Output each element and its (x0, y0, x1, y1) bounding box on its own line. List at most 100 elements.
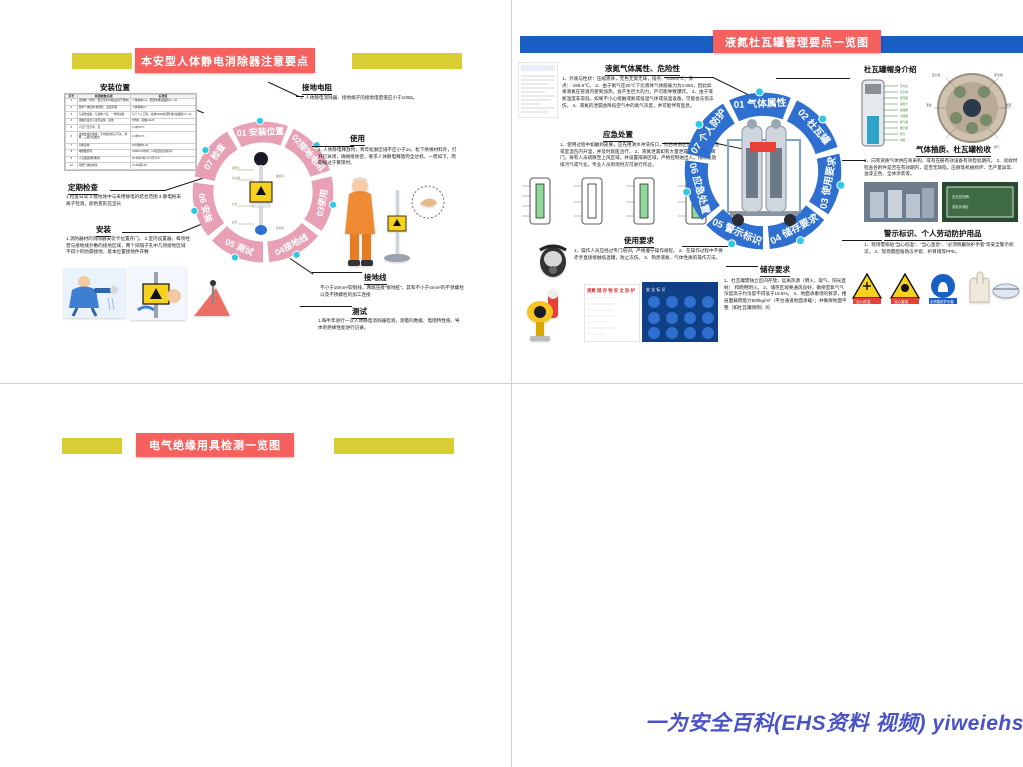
svg-text:当心窒息: 当心窒息 (894, 299, 909, 304)
p1-ring-segment-04[interactable] (267, 222, 319, 263)
illustration-worker-using-device (345, 177, 445, 266)
p1-ring-node-dot-04[interactable] (292, 250, 301, 259)
table-cell: 接地支持接地线、平均接地值子开关、调整、三极力接触力 (76, 131, 131, 144)
p1-ring-segment-label-01: 01 安装位置 (236, 125, 284, 138)
svg-text:出液阀: 出液阀 (900, 114, 908, 118)
p2-ring-segment-07[interactable] (686, 103, 735, 159)
panel3-title: 电气绝缘用具检测一览图 (136, 433, 294, 457)
illustration-storage-area-photo (864, 182, 938, 222)
p2-ring-segment-03[interactable] (808, 153, 842, 215)
warning-suffocation-sign: 当心窒息 (890, 272, 920, 304)
svg-text:液位: 液位 (926, 103, 932, 107)
p2-ring-node-dot-04[interactable] (795, 236, 805, 246)
p1-ring-node-dot-01[interactable] (255, 116, 264, 125)
p2-ring-node-dot-01[interactable] (755, 87, 765, 97)
table-cell: 与其他设备、与其他人员、一体型接地 (76, 111, 131, 119)
leader-line (267, 81, 300, 97)
p2-body-storage-req: 1、杜瓦罐需独立区间存放，远离热源（明火、取气、阳光直射） 和明用明火。 2、储… (724, 278, 847, 310)
illustration-safety-goggles (992, 283, 1020, 299)
leader-line (122, 232, 182, 233)
table-header-row: 序号 检测参数/名称 标准值 (65, 93, 197, 100)
p1-heading-install: 安装 (96, 224, 111, 237)
illustration-worker-drilling (64, 268, 126, 318)
svg-text:排气阀: 排气阀 (900, 120, 908, 124)
p1-ring-segment-01[interactable] (232, 121, 288, 148)
p1-ring-node-dot-07[interactable] (201, 145, 210, 155)
p2-ring-node-dot-03[interactable] (836, 180, 846, 190)
leader-line (726, 266, 758, 267)
leader-line (312, 146, 354, 147)
th-1: 检测参数/名称 (76, 93, 131, 100)
p1-ring-segment-07[interactable] (194, 131, 238, 181)
svg-text:放空阀: 放空阀 (900, 126, 908, 130)
svg-text:液氮 储 存 物 安 全 防 护: 液氮 储 存 物 安 全 防 护 (587, 287, 636, 294)
table-cell: 人员气压力等、温 (76, 124, 131, 133)
p1-ring-segment-05[interactable] (211, 226, 263, 263)
leader-line (842, 160, 866, 161)
p1-ring-segment-label-03: 03使用 (314, 188, 330, 217)
p2-ring-node-dot-06[interactable] (682, 187, 692, 197)
table-cell: 7 (65, 142, 78, 151)
svg-text:压力表: 压力表 (900, 84, 908, 88)
leader-line (664, 77, 714, 78)
p1-ring-segment-02[interactable] (284, 128, 331, 177)
p2-ring-segment-02[interactable] (786, 100, 838, 155)
table-cell: 5 (65, 124, 78, 133)
table-cell: 人员或其他控制等 (76, 155, 131, 164)
svg-text:安全阀: 安全阀 (994, 73, 1003, 77)
illustration-grounding-plate (194, 280, 230, 316)
mandatory-gloves-sign: 必须戴防护手套 (929, 274, 957, 304)
table-cell: 3 (65, 111, 78, 119)
p2-ring-segment-01[interactable] (729, 92, 791, 122)
table-cell: 接触直接点与主控设备、接线 (76, 117, 131, 126)
illustration-warning-post (130, 266, 186, 320)
p2-heading-storage-req: 储存要求 (760, 264, 790, 277)
p1-ring-segment-06[interactable] (192, 182, 225, 236)
p2-ring-segment-label-01: 01 气体属性 (733, 96, 786, 111)
watermark: 一为安全百科(EHS资料 视频) yiweiehs.cn (645, 712, 1023, 735)
p1-ring-node-dot-02[interactable] (312, 141, 321, 150)
p1-heading-ground-wire: 接地线 (364, 272, 387, 285)
svg-text:标识牌: 标识牌 (232, 176, 240, 180)
table-cell: 人体静电≤1° (129, 104, 197, 113)
p2-heading-gas-acceptance: 气体抽质、杜瓦罐检收 (916, 144, 991, 157)
p1-body-ground-wire: 不小于10mm²软铜线，两端压接“接地桩”，其和不小于4mm²的不锈螺栓以及不锈… (320, 285, 464, 297)
table-cell: 6 (65, 131, 78, 144)
svg-text:内胆: 内胆 (900, 138, 906, 142)
p2-ring-node-dot-07[interactable] (694, 119, 704, 129)
p2-ring-segment-04[interactable] (767, 205, 825, 250)
leader-line (842, 240, 882, 241)
p1-ring-node-dot-03[interactable] (328, 200, 338, 209)
p1-ring-node-dot-05[interactable] (230, 253, 240, 262)
p1-body-test: 1.每半年进行一次人体静电消除器检测，测量的数据、电阻特性值、导体的绝缘性能进行… (318, 318, 460, 330)
p1-ring-segment-03[interactable] (304, 176, 334, 231)
p1-heading-usage: 使用 (350, 133, 365, 146)
leader-line (296, 96, 304, 97)
p2-ring-segment-05[interactable] (706, 209, 763, 250)
p1-ring-node-dot-06[interactable] (190, 206, 199, 215)
p2-ring-node-dot-02[interactable] (818, 114, 828, 124)
svg-text:必须戴防护手套: 必须戴防护手套 (930, 299, 954, 304)
table-cell: 可燃气体接地等 (76, 162, 131, 170)
illustration-ppe-icon-grid: 安 全 标 识 (642, 282, 718, 342)
leader-line (776, 78, 864, 79)
svg-text:增压: 增压 (1006, 103, 1012, 107)
p2-ring-segment-06[interactable] (684, 160, 720, 220)
p2-body-usage-req: 1、操作人员应经过专门培训，严格遵守操作规程。 2、在操作过程中不要赤手直接接触… (574, 248, 723, 260)
panel3-title-bar (62, 433, 454, 459)
table-cell: 电阻数值等 (76, 149, 131, 157)
p2-ring-node-dot-05[interactable] (727, 239, 737, 249)
p2-heading-emergency: 应急处置 (603, 129, 633, 142)
svg-text:安 全 标 识: 安 全 标 识 (646, 286, 665, 292)
p1-body-usage: 1. 人体静电释放时，青年松脱区域不应小于1s，松下绝缘材料外，打开灯关闭，确保… (318, 147, 457, 166)
